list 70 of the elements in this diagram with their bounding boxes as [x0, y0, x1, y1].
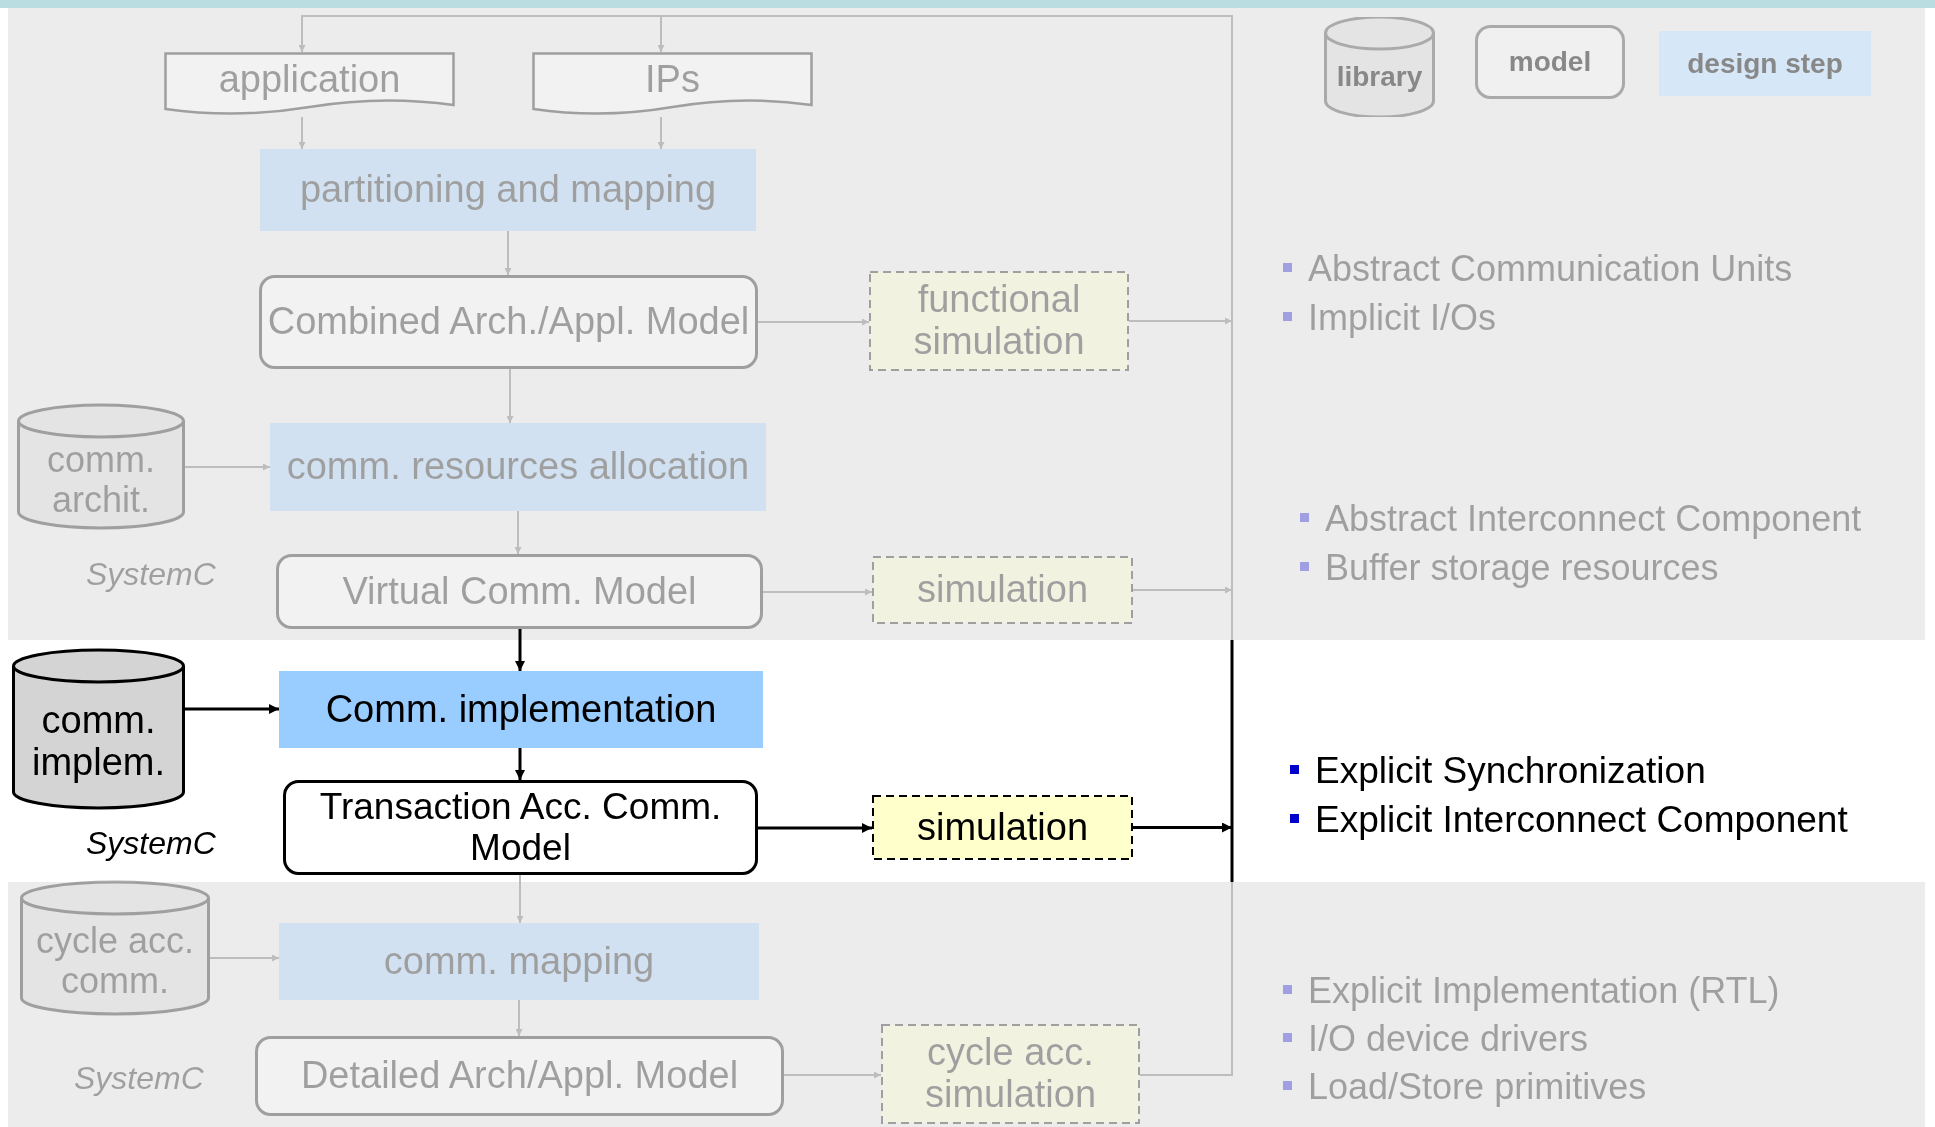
model-box: [259, 275, 758, 369]
bullet-text: Abstract Interconnect Component: [1325, 498, 1862, 539]
node-label: partitioning and mapping: [299, 169, 717, 211]
document-box: [532, 52, 813, 117]
node-label: comm. mapping: [383, 940, 655, 983]
language-label: SystemC: [86, 825, 216, 861]
bullet-text: Explicit Synchronization: [1315, 750, 1706, 791]
node-label: functional simulation: [912, 279, 1086, 363]
arrow: [514, 510, 522, 555]
bullet-text: Abstract Communication Units: [1308, 248, 1793, 289]
bullet-text: Explicit Implementation (RTL): [1308, 970, 1780, 1011]
bullet-text: I/O device drivers: [1308, 1018, 1589, 1059]
legend-text: model: [1507, 46, 1593, 78]
bullet-text: Buffer storage resources: [1325, 547, 1719, 588]
arrow: [1128, 317, 1233, 325]
node-label: cycle acc. comm.: [34, 919, 195, 1001]
arrow: [783, 1071, 882, 1079]
simulation-box: [872, 556, 1133, 624]
model-box: [283, 780, 758, 875]
bullet-text: Implicit I/Os: [1308, 297, 1496, 338]
arrow: [506, 368, 514, 424]
arrow: [298, 116, 306, 150]
arrow: [657, 15, 665, 53]
bullet-text: Explicit Interconnect Component: [1315, 799, 1848, 840]
arrow: [184, 463, 271, 471]
node-label: Transaction Acc. Comm. Model: [318, 786, 723, 869]
arrow: [1132, 586, 1233, 594]
simulation-box: [869, 271, 1129, 371]
process-box: [270, 423, 766, 511]
language-label: SystemC: [86, 556, 216, 592]
model-box: [255, 1036, 784, 1116]
legend-text: design step: [1686, 48, 1844, 80]
node-label: comm. implem.: [31, 698, 166, 784]
node-label: Combined Arch./Appl. Model: [267, 301, 750, 343]
process-box: [260, 149, 756, 231]
process-box: [279, 923, 759, 1000]
simulation-box: [872, 795, 1133, 860]
node-label: application: [218, 58, 401, 101]
arrow: [1133, 822, 1232, 833]
library-cylinder: [12, 650, 185, 808]
model-box: [276, 554, 763, 629]
node-label: IPs: [645, 58, 700, 101]
library-cylinder: [17, 405, 185, 528]
node-label: simulation: [916, 806, 1089, 849]
process-box: [279, 671, 763, 748]
simulation-box: [881, 1024, 1140, 1124]
legend-text: library: [1335, 61, 1424, 93]
arrow: [516, 874, 524, 924]
node-label: Virtual Comm. Model: [342, 570, 697, 613]
node-label: Comm. implementation: [325, 688, 717, 731]
document-box: [164, 52, 455, 117]
arrow: [504, 230, 512, 276]
language-label: SystemC: [74, 1060, 204, 1096]
node-label: cycle acc. simulation: [923, 1032, 1098, 1116]
arrow: [185, 704, 279, 714]
library-cylinder: [20, 882, 210, 1014]
arrow: [209, 954, 280, 962]
node-label: Detailed Arch/Appl. Model: [300, 1055, 739, 1097]
arrow: [657, 116, 665, 150]
bullet-text: Load/Store primitives: [1308, 1066, 1647, 1107]
arrow: [757, 318, 870, 326]
arrow: [515, 748, 525, 780]
node-label: simulation: [916, 569, 1089, 611]
node-label: comm. resources allocation: [286, 446, 750, 488]
node-label: comm. archit.: [46, 437, 156, 520]
arrow: [758, 823, 872, 833]
arrow: [515, 999, 523, 1037]
arrow: [762, 588, 873, 596]
arrow: [298, 15, 662, 53]
arrow: [515, 629, 525, 671]
